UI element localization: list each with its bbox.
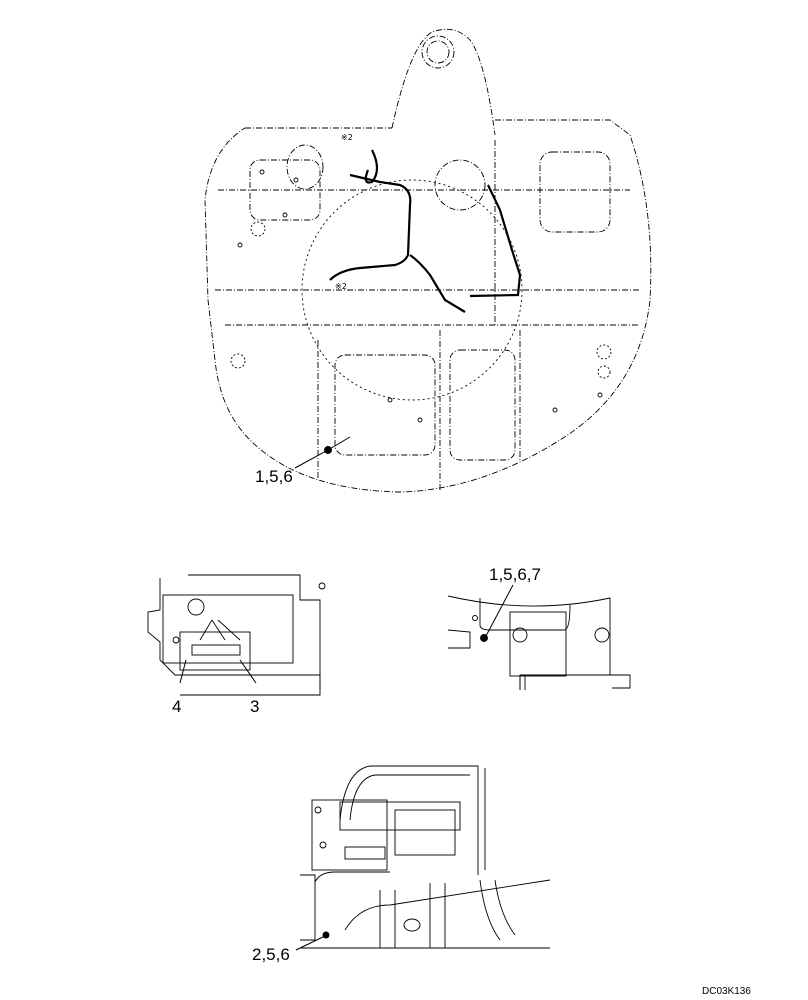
leader-1-5-6 [294, 436, 351, 469]
callout-label: 1,5,6 [255, 467, 293, 486]
note-marker: ※2 [335, 282, 347, 291]
leader-2-5-6 [295, 935, 326, 951]
wire-harness [329, 149, 522, 313]
note-marker: ※2 [341, 133, 353, 142]
bottom-detail-drawing [300, 765, 551, 949]
upper-frame-outline [204, 28, 652, 493]
callout-label: 2,5,6 [252, 945, 290, 964]
drawing-id: DC03K136 [702, 986, 751, 997]
callout-label: 3 [250, 697, 260, 716]
bolt-holes [230, 169, 612, 423]
leader-1-5-6-7 [485, 584, 514, 637]
leader-4 [179, 659, 187, 684]
leader-3 [239, 659, 257, 684]
left-detail-drawing [147, 574, 326, 696]
right-detail-drawing [447, 595, 631, 690]
callout-label: 4 [172, 697, 182, 716]
callout-label: 1,5,6,7 [489, 565, 541, 584]
